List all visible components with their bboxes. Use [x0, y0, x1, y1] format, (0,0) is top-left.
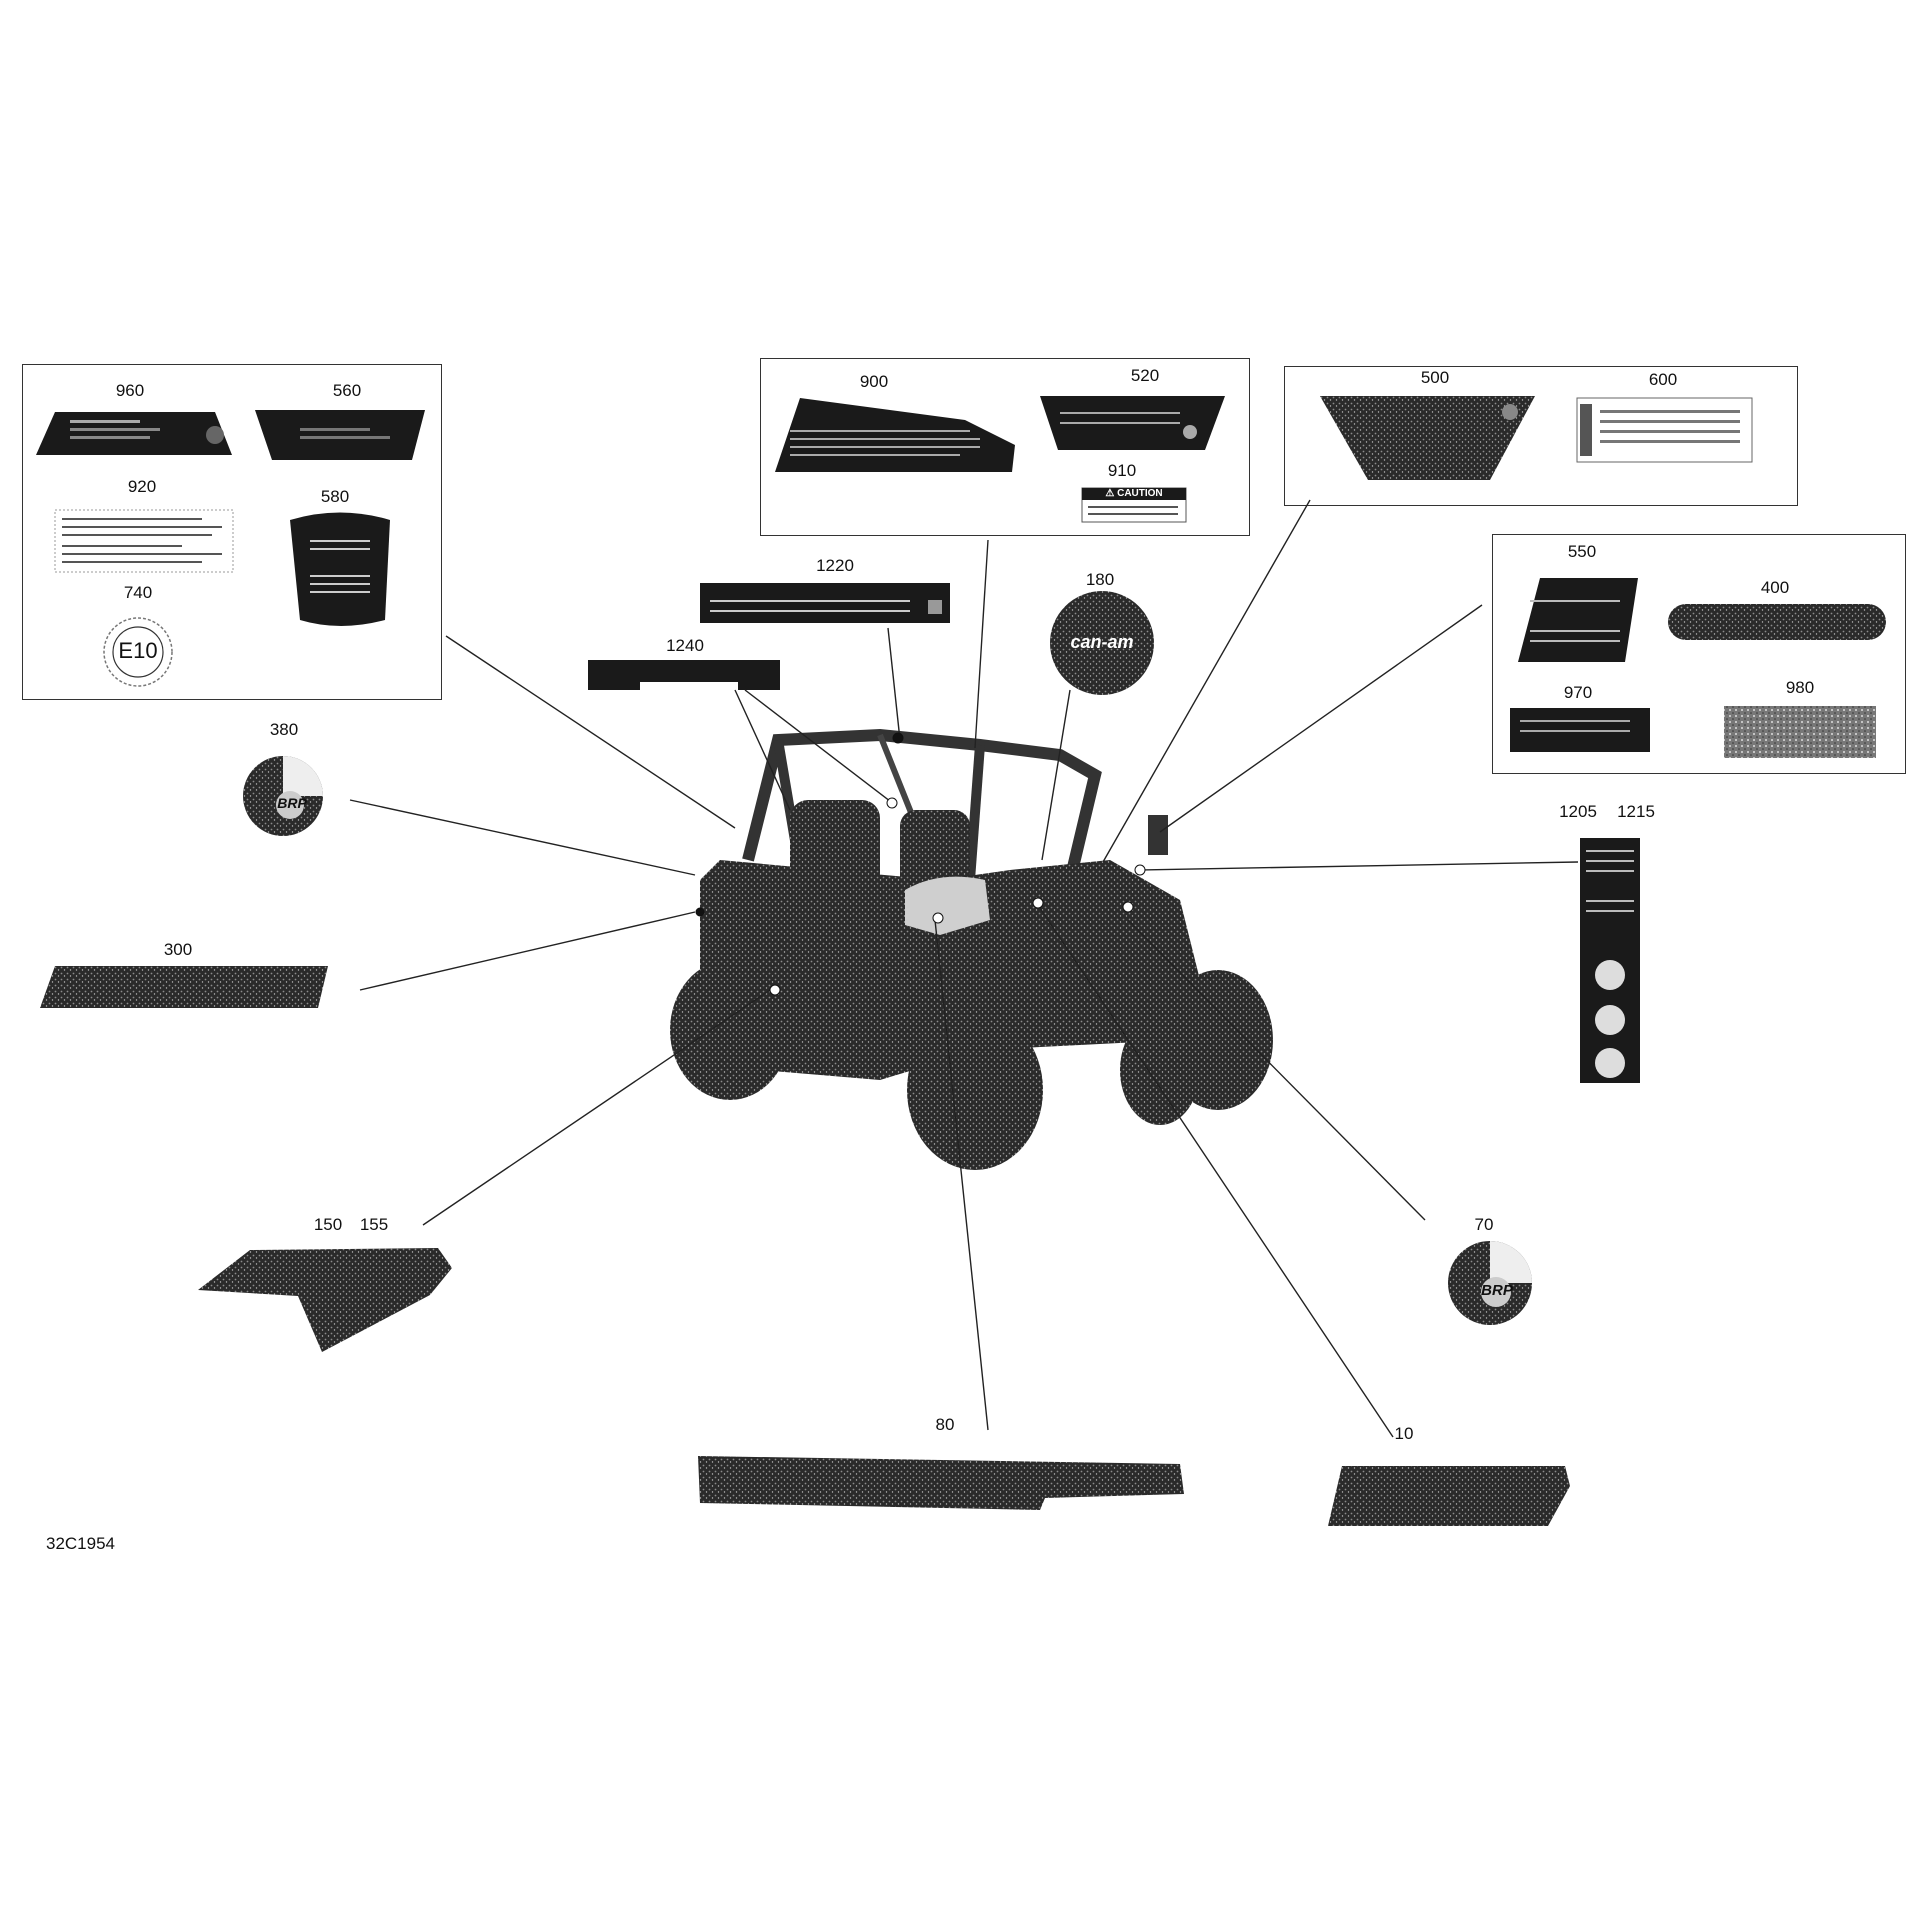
decal-580 — [290, 512, 390, 626]
callout-1220: 1220 — [816, 556, 854, 575]
leader-lines — [349, 499, 1579, 1438]
decal-740-text: E10 — [118, 638, 158, 663]
decal-10 — [1328, 1466, 1570, 1526]
callout-80: 80 — [935, 1415, 955, 1434]
decal-380 — [243, 756, 323, 836]
callout-1215: 1215 — [1617, 802, 1655, 821]
callout-580: 580 — [320, 487, 350, 506]
callout-550: 550 — [1567, 542, 1597, 561]
callout-1240: 1240 — [666, 636, 704, 655]
decal-550 — [1518, 578, 1638, 662]
decal-1205-1215 — [1580, 838, 1640, 1083]
callout-740: 740 — [123, 583, 153, 602]
callout-910: 910 — [1107, 461, 1137, 480]
callout-600: 600 — [1648, 370, 1678, 389]
callout-920: 920 — [127, 477, 157, 496]
decal-970 — [1510, 708, 1650, 752]
decal-1240 — [588, 660, 780, 690]
callout-560: 560 — [332, 381, 362, 400]
callout-520: 520 — [1130, 366, 1160, 385]
decal-70-text: BRP — [1481, 1282, 1513, 1299]
callout-150: 150 — [313, 1215, 343, 1234]
decal-600 — [1576, 397, 1753, 463]
decal-180 — [1050, 591, 1154, 695]
callout-980: 980 — [1785, 678, 1815, 697]
callout-70: 70 — [1474, 1215, 1494, 1234]
leader-dots — [695, 732, 1146, 996]
decal-910 — [1081, 487, 1187, 523]
callout-380: 380 — [269, 720, 299, 739]
decal-960 — [36, 412, 232, 455]
diagram-code: 32C1954 — [46, 1534, 116, 1553]
decal-1220 — [700, 583, 950, 623]
decal-900 — [775, 398, 1015, 472]
callout-960: 960 — [115, 381, 145, 400]
callout-180: 180 — [1085, 570, 1115, 589]
decal-910-text: ⚠ CAUTION — [1105, 488, 1163, 499]
decal-560 — [255, 410, 425, 460]
decal-380-text: BRP — [277, 795, 307, 811]
callout-300: 300 — [163, 940, 193, 959]
decal-180-text: can-am — [1070, 632, 1134, 652]
decal-400 — [1668, 604, 1886, 640]
callout-10: 10 — [1394, 1424, 1414, 1443]
callout-970: 970 — [1563, 683, 1593, 702]
decal-980 — [1724, 706, 1876, 758]
decal-500 — [1320, 396, 1535, 480]
decal-920 — [54, 509, 234, 573]
decal-150-155 — [198, 1248, 452, 1352]
decal-740 — [103, 617, 173, 687]
callout-500: 500 — [1420, 368, 1450, 387]
callout-400: 400 — [1760, 578, 1790, 597]
decal-80 — [698, 1456, 1184, 1510]
callout-1205: 1205 — [1559, 802, 1597, 821]
vehicle-illustration — [670, 728, 1273, 1170]
callout-900: 900 — [859, 372, 889, 391]
decal-300 — [40, 966, 328, 1008]
decal-520 — [1040, 396, 1225, 450]
callout-155: 155 — [359, 1215, 389, 1234]
decal-70 — [1448, 1241, 1532, 1325]
